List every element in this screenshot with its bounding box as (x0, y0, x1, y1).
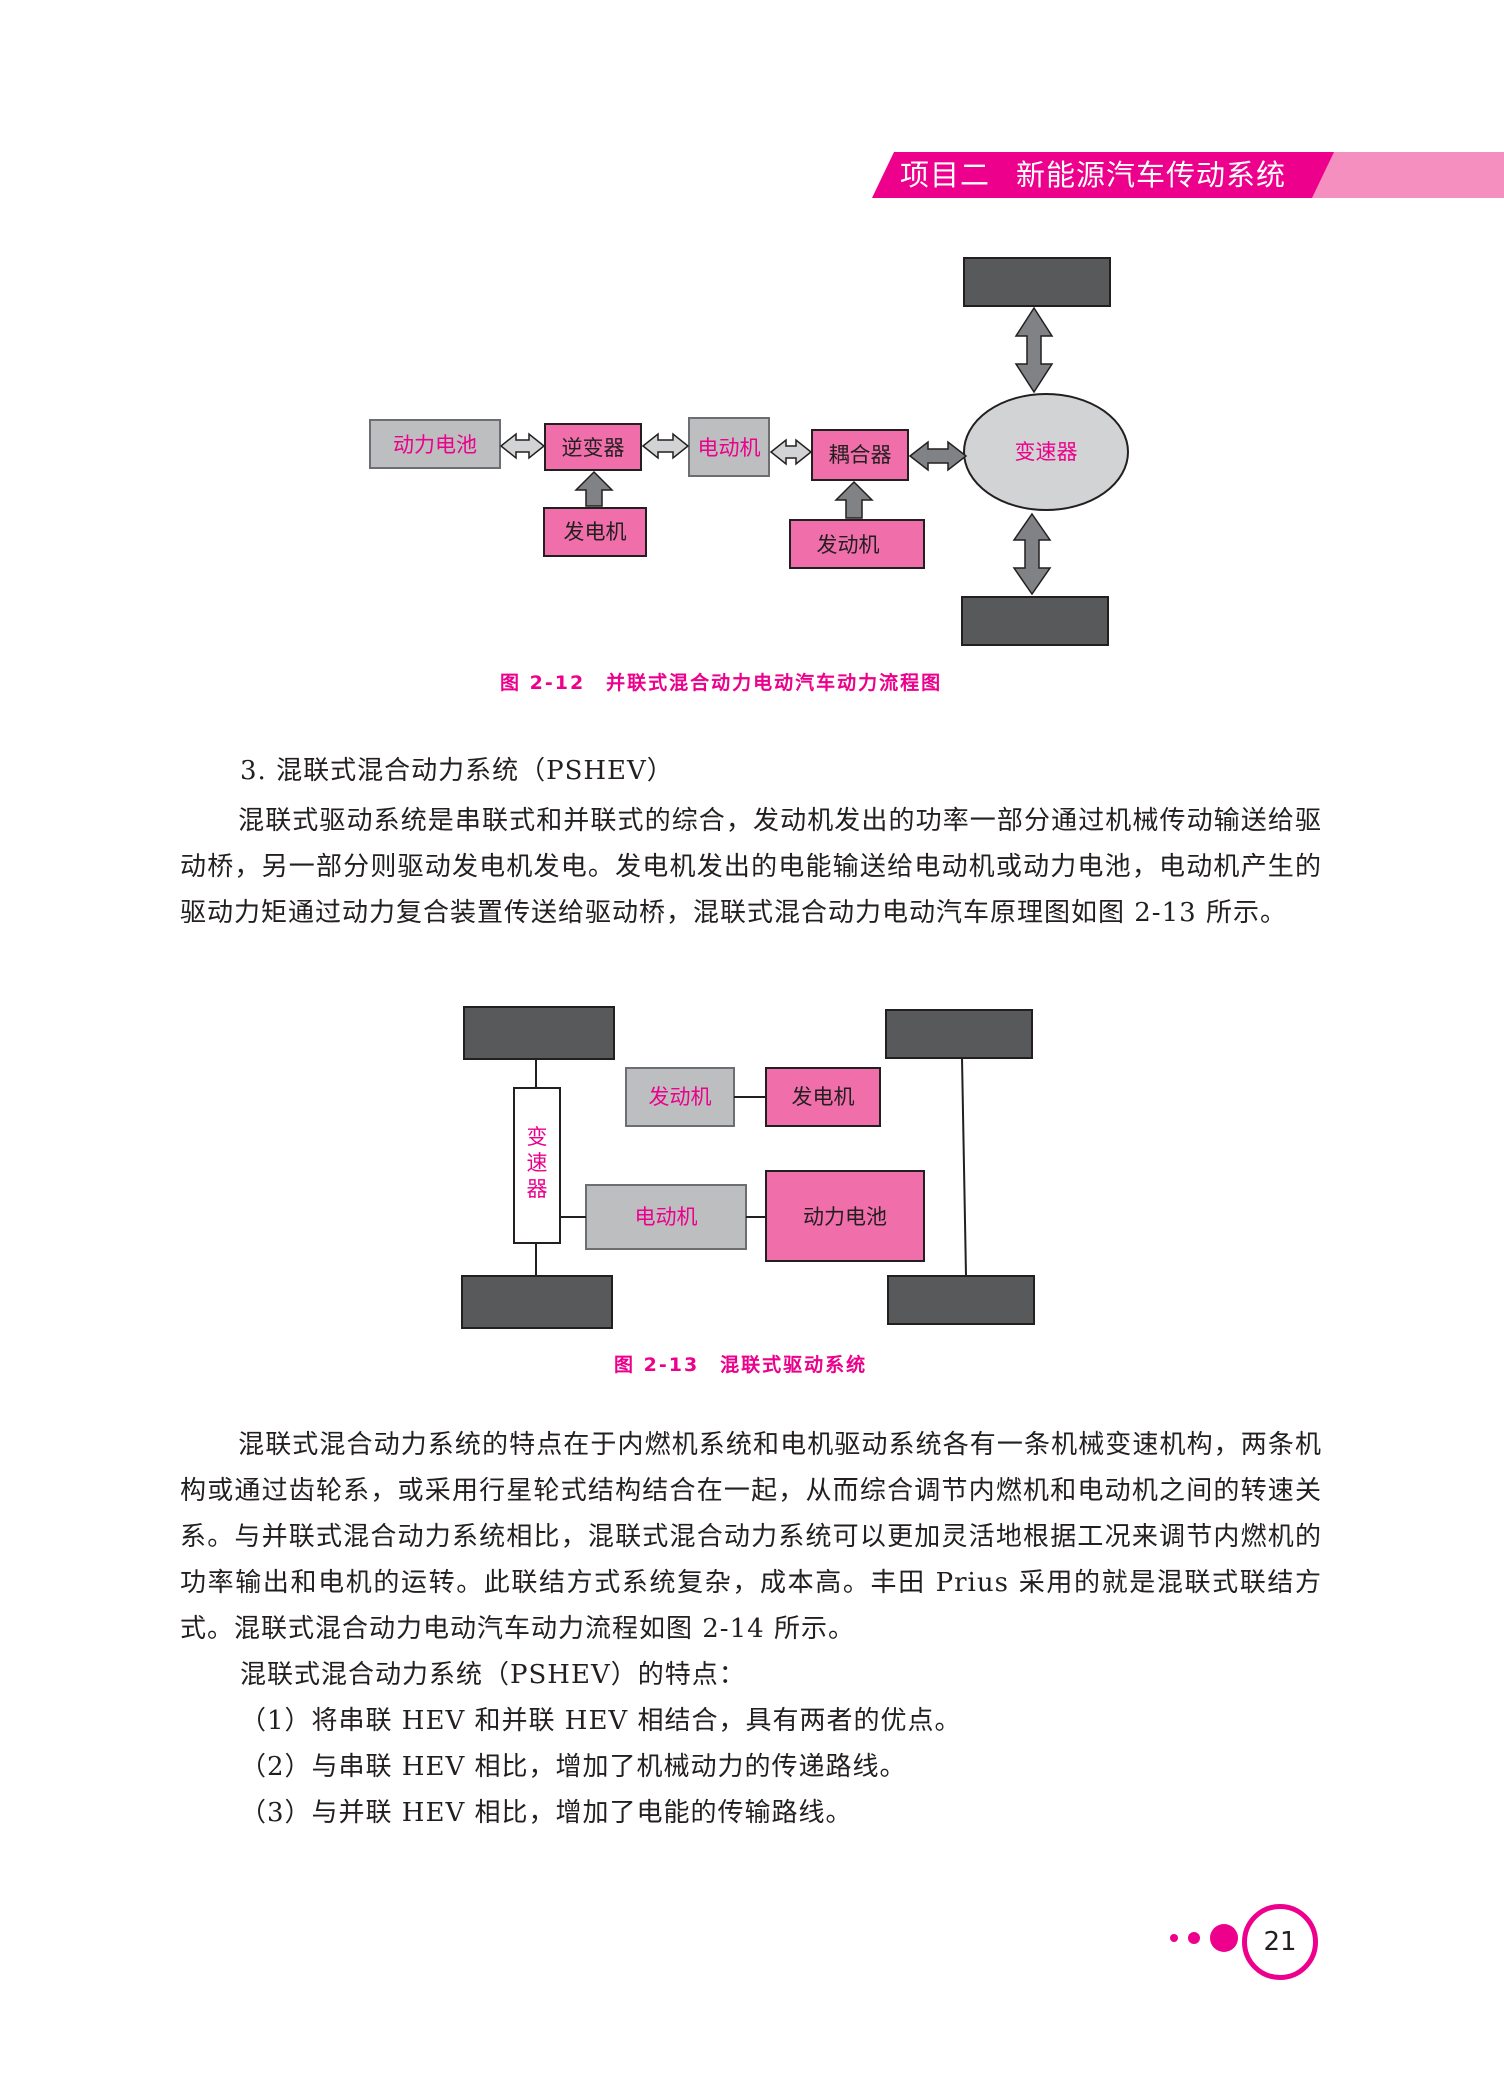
section-paragraph-1: 混联式驱动系统是串联式和并联式的综合，发动机发出的功率一部分通过机械传动输送给驱… (180, 798, 1322, 936)
figure-2-13-caption: 图 2-13 混联式驱动系统 (614, 1354, 868, 1376)
fig12-coupler-label: 耦合器 (829, 443, 892, 467)
page-number: 21 (1242, 1904, 1318, 1980)
header-chapter-title: 新能源汽车传动系统 (1016, 158, 1287, 192)
fig12-inverter-box (544, 423, 642, 471)
fig13-right-axle (961, 1057, 967, 1277)
fig12-inverter-label: 逆变器 (562, 436, 625, 460)
fig13-front-left-wheel (463, 1006, 615, 1060)
fig13-transmission-char-2: 速 (527, 1151, 548, 1175)
fig13-rear-right-wheel (887, 1275, 1035, 1325)
fig13-battery-label: 动力电池 (803, 1205, 887, 1229)
running-header: 项目二新能源汽车传动系统 (900, 154, 1286, 196)
fig12-battery-box (369, 419, 501, 469)
fig13-battery-box (765, 1170, 925, 1262)
fig12-battery-label: 动力电池 (393, 433, 477, 457)
section-heading: 3. 混联式混合动力系统（PSHEV） (240, 756, 674, 786)
fig12-engine-label: 发动机 (817, 533, 880, 557)
fig13-generator-label: 发电机 (792, 1085, 855, 1109)
fig12-bottom-wheel (961, 596, 1109, 646)
fig12-transmission-label: 变速器 (1015, 440, 1078, 464)
header-project-label: 项目二 (900, 158, 991, 192)
fig12-top-arrow (1014, 306, 1054, 394)
fig12-arrow-engine-coupler (834, 480, 874, 519)
fig13-motor-label: 电动机 (635, 1205, 698, 1229)
section-paragraph-1-text: 混联式驱动系统是串联式和并联式的综合，发动机发出的功率一部分通过机械传动输送给驱… (180, 806, 1322, 928)
fig12-top-wheel (963, 257, 1111, 307)
page-dot-large (1210, 1924, 1238, 1952)
fig12-coupler-box (811, 429, 909, 481)
fig13-transmission-box (513, 1087, 561, 1244)
features-title: 混联式混合动力系统（PSHEV）的特点： (240, 1660, 746, 1690)
fig12-arrow-generator-inverter (574, 470, 614, 507)
fig12-arrow-motor-coupler (769, 438, 813, 466)
fig12-generator-box (543, 507, 647, 557)
feature-item-3: （3）与并联 HEV 相比，增加了电能的传输路线。 (240, 1798, 853, 1828)
fig13-transmission-char-1: 变 (527, 1125, 548, 1149)
page-dot-small-2 (1188, 1932, 1200, 1944)
fig12-arrow-battery-inverter (499, 432, 546, 460)
fig12-engine-box (789, 519, 925, 569)
body-paragraph-2: 混联式混合动力系统的特点在于内燃机系统和电机驱动系统各有一条机械变速机构，两条机… (180, 1422, 1322, 1652)
fig12-motor-label: 电动机 (698, 436, 761, 460)
fig12-bottom-arrow (1012, 512, 1052, 596)
fig12-arrow-inverter-motor (641, 432, 690, 460)
header-band (872, 152, 1334, 198)
figure-2-12-caption: 图 2-12 并联式混合动力电动汽车动力流程图 (500, 672, 943, 694)
fig13-transmission-char-3: 器 (527, 1177, 548, 1201)
fig12-transmission-ellipse (963, 393, 1129, 511)
figure-2-13-diagram: 发动机 发电机 电动机 动力电池 变 速 器 (461, 1006, 1035, 1329)
figure-2-12-diagram: 动力电池 逆变器 电动机 耦合器 变速器 发电机 发动机 (369, 257, 1129, 646)
fig12-generator-label: 发电机 (564, 520, 627, 544)
fig13-rear-left-wheel (461, 1275, 613, 1329)
header-accent-band (1306, 152, 1504, 198)
feature-item-1: （1）将串联 HEV 和并联 HEV 相结合，具有两者的优点。 (240, 1706, 962, 1736)
fig13-motor-box (585, 1184, 747, 1250)
page-dot-small-1 (1170, 1934, 1178, 1942)
fig13-generator-box (765, 1067, 881, 1127)
fig13-front-right-wheel (885, 1009, 1033, 1059)
fig12-motor-box (688, 417, 770, 477)
feature-item-2: （2）与串联 HEV 相比，增加了机械动力的传递路线。 (240, 1752, 907, 1782)
fig12-arrow-coupler-transmission (908, 440, 968, 472)
fig13-engine-label: 发动机 (649, 1085, 712, 1109)
body-paragraph-2-text: 混联式混合动力系统的特点在于内燃机系统和电机驱动系统各有一条机械变速机构，两条机… (180, 1430, 1322, 1644)
